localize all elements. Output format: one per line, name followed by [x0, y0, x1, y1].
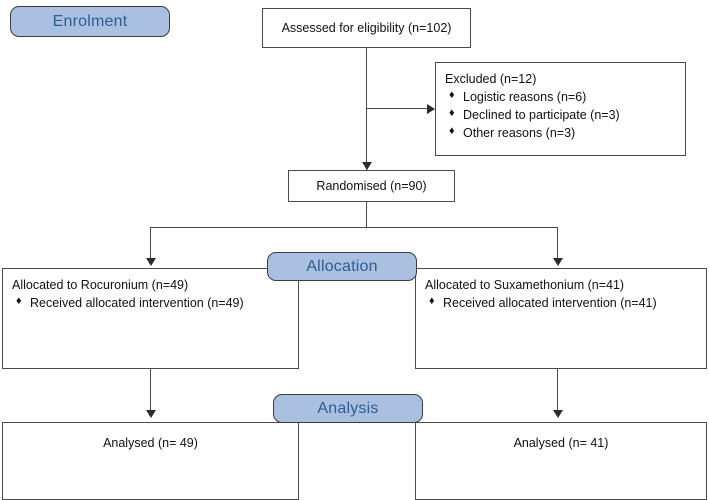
excluded-reason-list: ♦ Logistic reasons (n=6) ♦ Declined to par… [445, 89, 676, 142]
connector-randomised-down [366, 202, 368, 228]
randomised-label: Randomised (n=90) [316, 178, 427, 193]
allocated-right-title: Allocated to Suxamethonium (n=41) [425, 278, 625, 292]
bullet-icon: ♦ [16, 294, 22, 307]
banner-enrolment: Enrolment [10, 6, 170, 37]
banner-allocation: Allocation [267, 252, 417, 281]
bullet-icon: ♦ [449, 106, 455, 119]
connector-split-left [150, 227, 152, 262]
allocated-right-list: ♦ Received allocated intervention (n=41) [425, 295, 697, 312]
banner-enrolment-label: Enrolment [52, 12, 128, 30]
arrowhead-to-allocated-left [146, 258, 156, 266]
arrowhead-to-randomised [362, 162, 372, 170]
excluded-reason-1: Logistic reasons (n=6) [463, 89, 587, 104]
analysed-right-label: Analysed (n= 41) [513, 436, 609, 450]
node-randomised: Randomised (n=90) [288, 170, 455, 202]
node-excluded: Excluded (n=12) ♦ Logistic reasons (n=6) … [435, 62, 686, 156]
connector-split-right [557, 227, 559, 262]
bullet-icon: ♦ [449, 88, 455, 101]
connector-allocated-right-to-analysed [557, 369, 559, 414]
arrowhead-to-excluded [427, 104, 435, 114]
arrowhead-to-analysed-right [553, 410, 563, 418]
allocated-left-list: ♦ Received allocated intervention (n=49) [12, 295, 289, 312]
node-analysed-right: Analysed (n= 41) [415, 422, 707, 500]
connector-allocated-left-to-analysed [150, 369, 152, 414]
node-allocated-suxamethonium: Allocated to Suxamethonium (n=41) ♦ Recei… [415, 268, 707, 369]
list-item: ♦ Logistic reasons (n=6) [445, 89, 676, 106]
connector-to-excluded [366, 108, 428, 110]
bullet-icon: ♦ [429, 294, 435, 307]
allocated-right-item-1: Received allocated intervention (n=41) [443, 295, 657, 310]
banner-analysis-label: Analysis [317, 399, 379, 417]
node-allocated-rocuronium: Allocated to Rocuronium (n=49) ♦ Received… [2, 268, 299, 369]
excluded-title: Excluded (n=12) [445, 72, 537, 86]
assessed-label: Assessed for eligibility (n=102) [281, 20, 452, 35]
allocated-left-title: Allocated to Rocuronium (n=49) [12, 278, 189, 292]
list-item: ♦ Received allocated intervention (n=49) [12, 295, 289, 312]
excluded-reason-2: Declined to participate (n=3) [463, 107, 620, 122]
list-item: ♦ Received allocated intervention (n=41) [425, 295, 697, 312]
node-analysed-left: Analysed (n= 49) [2, 422, 299, 500]
connector-allocation-split [150, 227, 558, 229]
list-item: ♦ Other reasons (n=3) [445, 125, 676, 142]
arrowhead-to-allocated-right [553, 258, 563, 266]
list-item: ♦ Declined to participate (n=3) [445, 107, 676, 124]
excluded-reason-3: Other reasons (n=3) [463, 125, 576, 140]
banner-analysis: Analysis [273, 394, 423, 423]
bullet-icon: ♦ [449, 124, 455, 137]
arrowhead-to-analysed-left [146, 410, 156, 418]
allocated-left-item-1: Received allocated intervention (n=49) [30, 295, 244, 310]
banner-allocation-label: Allocation [306, 257, 378, 275]
node-assessed-for-eligibility: Assessed for eligibility (n=102) [262, 8, 471, 48]
analysed-left-label: Analysed (n= 49) [103, 436, 198, 450]
